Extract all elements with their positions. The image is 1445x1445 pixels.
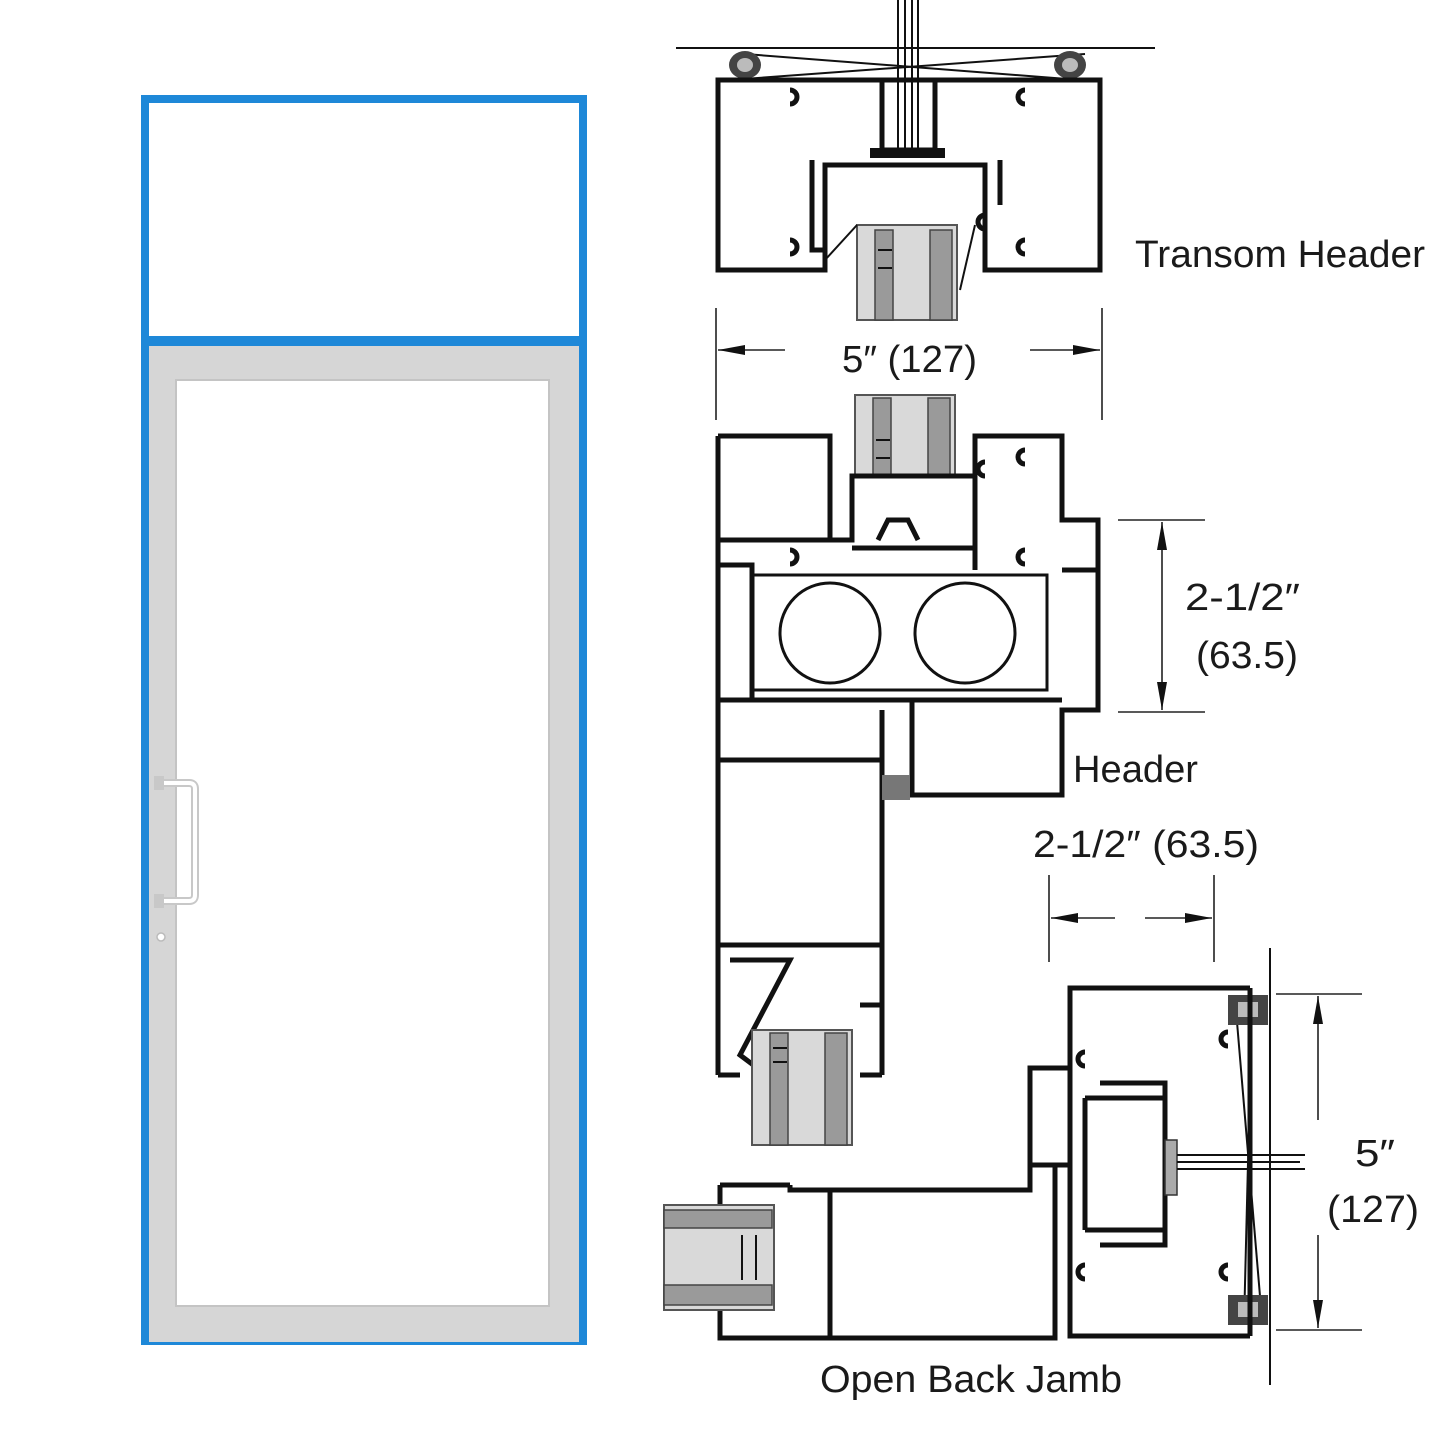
- lock-cylinder: [156, 932, 166, 942]
- jamb-pivot: [1164, 1139, 1305, 1196]
- open-back-jamb-label: Open Back Jamb: [820, 1359, 1122, 1401]
- header-width-label: 2-1/2″ (63.5): [1033, 824, 1259, 866]
- header-glazing: [854, 394, 956, 476]
- header-height-in-label: 2-1/2″: [1185, 577, 1300, 619]
- door-glass: [175, 379, 550, 1307]
- transom-glass: [149, 103, 579, 336]
- header-height-mm-label: (63.5): [1196, 635, 1298, 677]
- transom-glazing-upper: [856, 224, 958, 321]
- weatherseal-right: [1054, 51, 1086, 79]
- door-elevation: [141, 95, 587, 1345]
- transom-width-label: 5″ (127): [842, 339, 977, 381]
- open-back-jamb-section: [663, 948, 1305, 1385]
- door-glazing-lower: [751, 1029, 853, 1146]
- closer-spring-right: [913, 581, 1017, 685]
- transom-header-section: [676, 0, 1155, 321]
- header-label: Header: [1073, 749, 1198, 791]
- header-height-dimension: [1118, 519, 1205, 713]
- weatherseal-left: [729, 51, 761, 79]
- door-pull-handle: [154, 776, 199, 908]
- transom-width-dimension: [715, 308, 1103, 420]
- header-section: [715, 394, 1101, 1146]
- jamb-depth-dimension: [1276, 993, 1362, 1331]
- jamb-depth-mm-label: (127): [1327, 1189, 1419, 1231]
- jamb-glazing: [663, 1204, 775, 1311]
- transom-header-label: Transom Header: [1135, 234, 1425, 276]
- closer-spring-left: [778, 581, 882, 685]
- jamb-depth-in-label: 5″: [1355, 1133, 1395, 1175]
- header-width-dimension: [1048, 875, 1215, 962]
